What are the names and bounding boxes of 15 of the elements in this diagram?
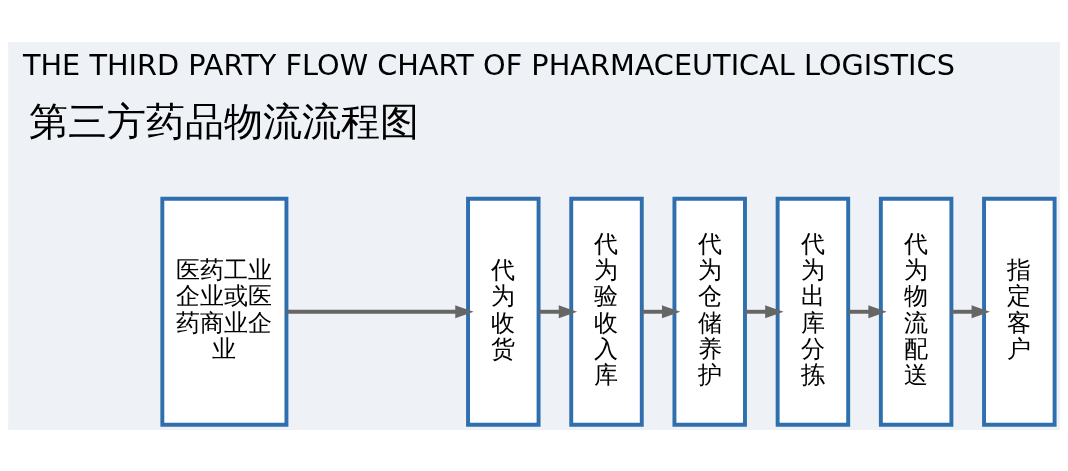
node-box: 代为物流配送 (878, 196, 954, 427)
node-box: 代为仓储养护 (672, 196, 747, 427)
node-box: 代为验收入库 (569, 196, 644, 427)
label: 第三方药品物流流程图 (29, 99, 420, 143)
arrow (641, 304, 681, 318)
arrow (745, 304, 784, 318)
diagram-title: THE THIRD PARTY FLOW CHART OF PHARMACEUTICAL LOGISTICS (22, 47, 955, 82)
arrow (286, 304, 474, 318)
node-box: 代为出库分拣 (775, 196, 851, 427)
node-box: 指定客户 (982, 196, 1057, 427)
arrow (538, 304, 578, 318)
arrow (848, 304, 887, 318)
node-box: 医药工业企业或医药商业企业 (160, 196, 289, 427)
node-box: 代为收货 (466, 196, 541, 427)
arrow (951, 304, 990, 318)
